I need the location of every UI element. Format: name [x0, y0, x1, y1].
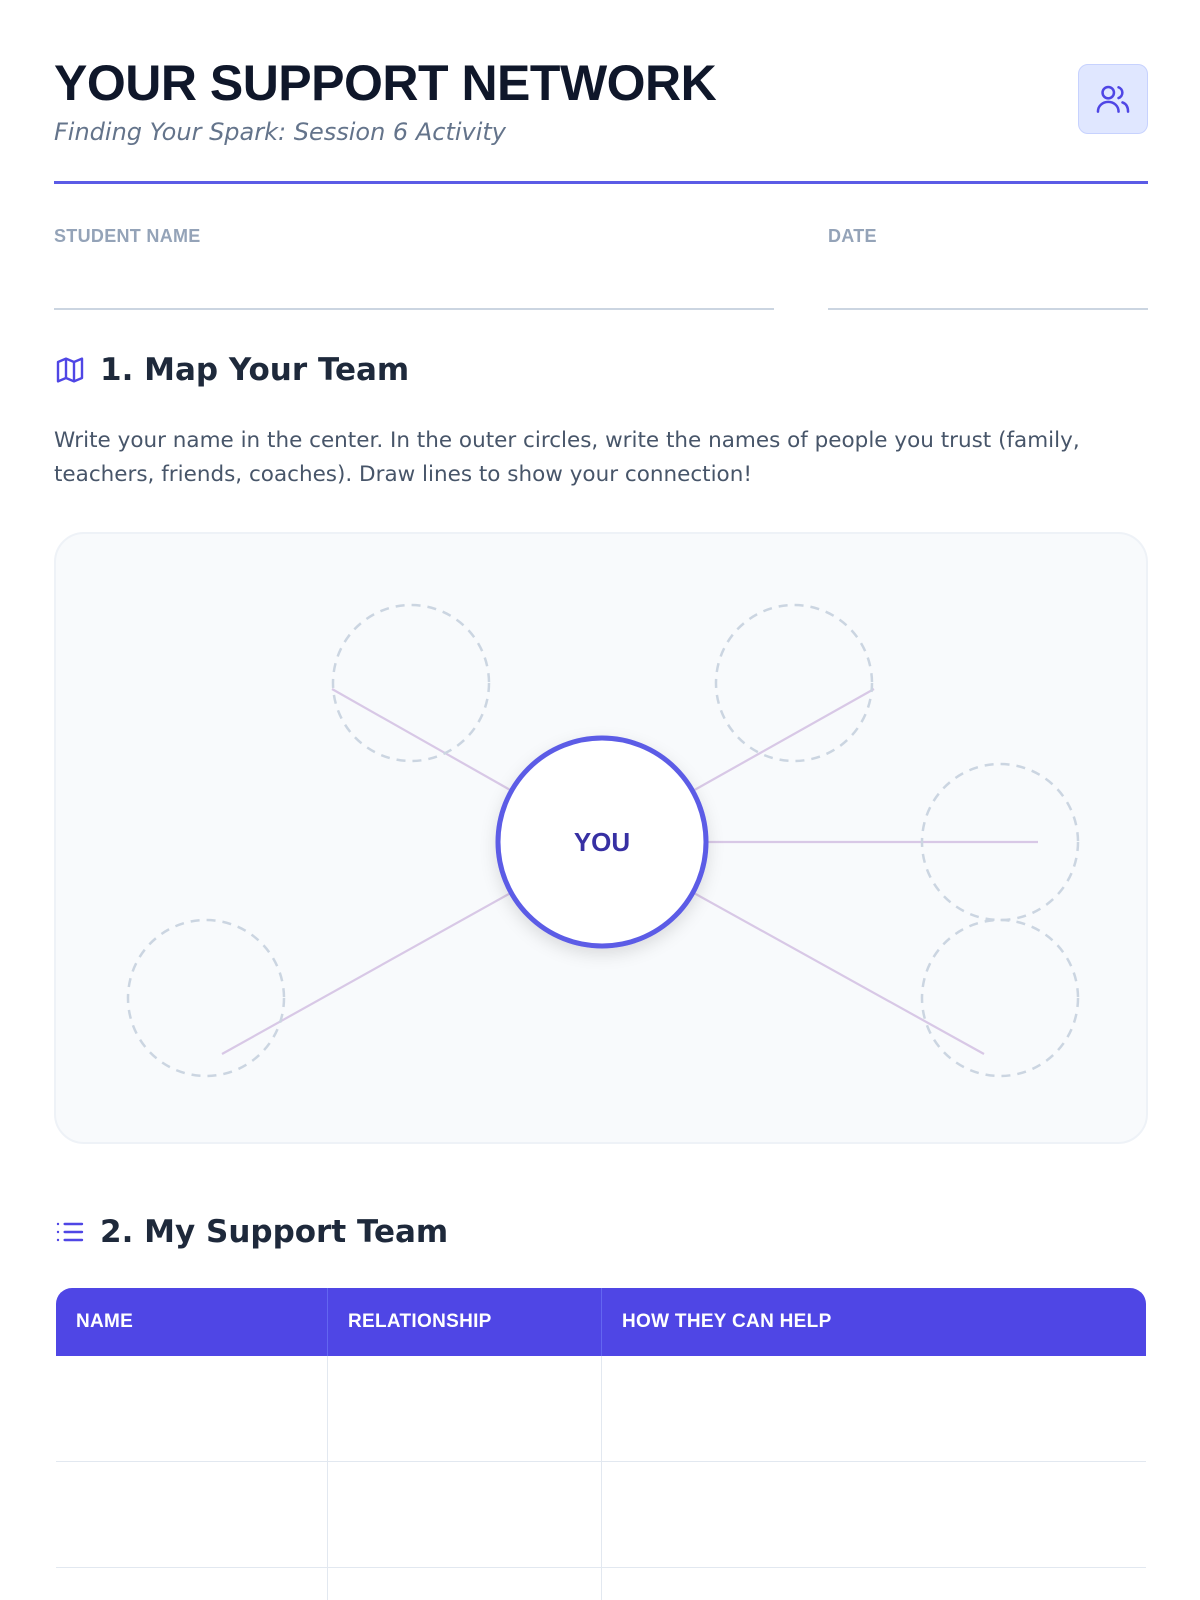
table-row — [56, 1568, 1146, 1600]
date-field[interactable] — [828, 308, 1148, 310]
section-map-heading: 1. Map Your Team — [54, 352, 409, 388]
support-team-table: NAME RELATIONSHIP HOW THEY CAN HELP — [56, 1288, 1146, 1600]
team-member-circle[interactable] — [714, 603, 874, 763]
support-map-canvas: YOU — [54, 532, 1148, 1144]
student-name-field[interactable] — [54, 308, 774, 310]
center-you-label: YOU — [574, 827, 630, 857]
table-cell-help[interactable] — [602, 1568, 1146, 1600]
column-header-how-they-can-help: HOW THEY CAN HELP — [622, 1311, 832, 1332]
section-map-title: 1. Map Your Team — [100, 352, 410, 388]
column-header-name: NAME — [56, 1288, 328, 1356]
column-header-relationship: RELATIONSHIP — [328, 1288, 602, 1356]
table-cell-relationship[interactable] — [328, 1462, 602, 1567]
map-instructions: Write your name in the center. In the ou… — [54, 428, 1080, 487]
table-cell-name[interactable] — [56, 1356, 328, 1461]
users-icon — [1078, 64, 1148, 134]
student-name-label: STUDENT NAME — [54, 226, 201, 246]
page-subtitle: Finding Your Spark: Session 6 Activity — [54, 118, 507, 146]
table-cell-relationship[interactable] — [328, 1356, 602, 1461]
map-icon — [54, 354, 86, 386]
table-cell-help[interactable] — [602, 1356, 1146, 1461]
section-team-title: 2. My Support Team — [100, 1214, 449, 1250]
section-team-heading: 2. My Support Team — [54, 1214, 448, 1250]
table-cell-name[interactable] — [56, 1568, 328, 1600]
list-icon — [54, 1216, 86, 1248]
team-member-circle[interactable] — [920, 918, 1080, 1078]
table-cell-help[interactable] — [602, 1462, 1146, 1567]
team-member-circle[interactable] — [331, 603, 491, 763]
page-header: YOUR SUPPORT NETWORK Finding Your Spark:… — [54, 54, 1148, 184]
table-header: NAME RELATIONSHIP HOW THEY CAN HELP — [56, 1288, 1146, 1356]
table-cell-relationship[interactable] — [328, 1568, 602, 1600]
page-title: YOUR SUPPORT NETWORK — [54, 55, 717, 111]
team-member-circle[interactable] — [126, 918, 286, 1078]
table-cell-name[interactable] — [56, 1462, 328, 1567]
table-row — [56, 1462, 1146, 1568]
date-label: DATE — [828, 226, 877, 246]
table-row — [56, 1356, 1146, 1462]
support-map-diagram: YOU — [126, 603, 1080, 1078]
center-you-circle[interactable] — [495, 735, 709, 949]
team-member-circle[interactable] — [920, 762, 1080, 922]
